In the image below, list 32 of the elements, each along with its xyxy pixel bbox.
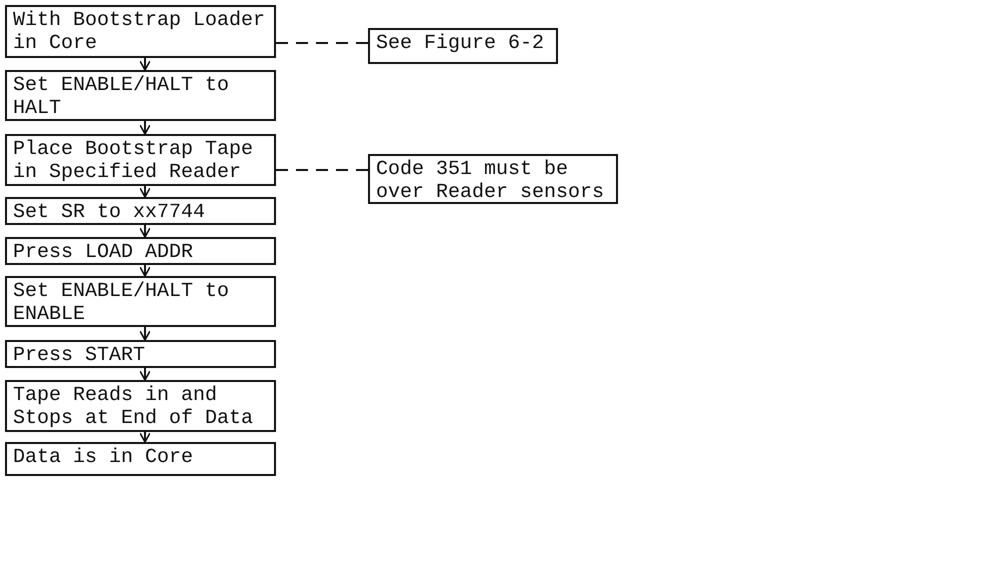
- process-box: [5, 197, 276, 225]
- step-text: See Figure 6-2: [376, 32, 544, 55]
- step-text: Data is in Core: [13, 446, 194, 469]
- step-text: Code 351 must be over Reader sensors: [376, 158, 606, 204]
- process-box: [368, 28, 558, 64]
- arrow: [139, 58, 151, 71]
- arrow: [139, 186, 151, 198]
- step-text: Set ENABLE/HALT to HALT: [13, 74, 230, 120]
- process-box: [5, 134, 276, 186]
- process-box: [368, 154, 618, 204]
- arrow: [139, 432, 151, 443]
- arrow: [139, 368, 151, 381]
- step-text: Tape Reads in and Stops at End of Data: [13, 384, 254, 430]
- step-text: Set ENABLE/HALT to ENABLE: [13, 280, 230, 326]
- dashed-line: [276, 169, 368, 171]
- process-box: [5, 380, 276, 432]
- step-text: With Bootstrap Loader in Core: [13, 9, 266, 55]
- arrow: [139, 225, 151, 238]
- arrow: [139, 121, 151, 135]
- step-text: Press START: [13, 344, 146, 367]
- dashed-line: [276, 42, 368, 44]
- arrow: [139, 327, 151, 341]
- process-box: [5, 276, 276, 327]
- process-box: [5, 237, 276, 265]
- step-text: Place Bootstrap Tape in Specified Reader: [13, 138, 254, 184]
- process-box: [5, 442, 276, 476]
- step-text: Press LOAD ADDR: [13, 241, 194, 264]
- process-box: [5, 340, 276, 368]
- step-text: Set SR to xx7744: [13, 201, 206, 224]
- arrow: [139, 265, 151, 277]
- process-box: [5, 5, 276, 58]
- process-box: [5, 70, 276, 121]
